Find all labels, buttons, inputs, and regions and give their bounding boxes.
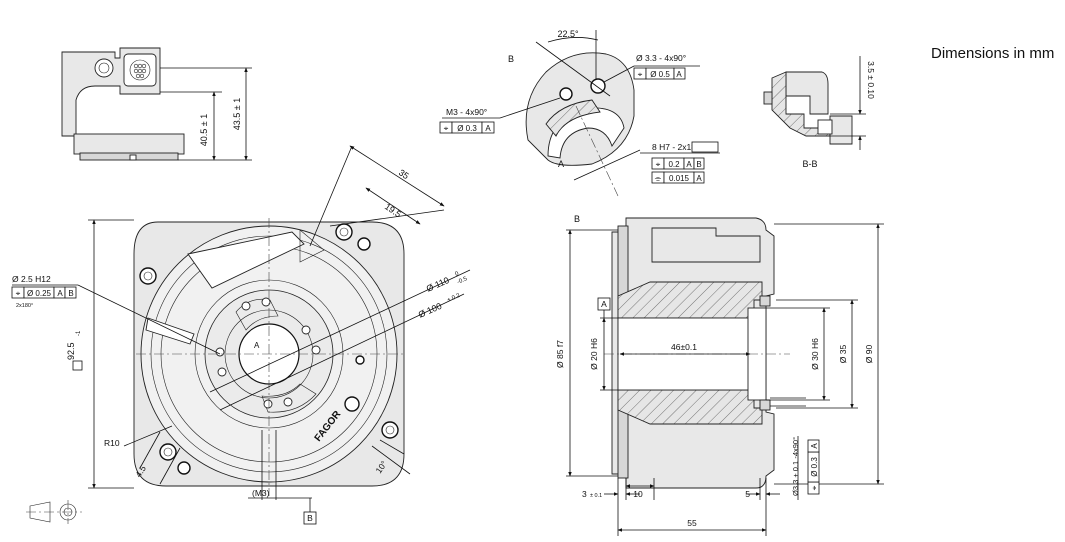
detail-hole-tol-ref: A <box>676 70 682 79</box>
front-dim-35: 35 <box>397 167 411 181</box>
detail-pin-tol1-symbol: ⌖ <box>656 160 661 169</box>
profile-dim-3: 3 <box>582 489 587 499</box>
front-hole-tolerance-frame: ⌖ Ø 0.25 A B <box>11 286 77 299</box>
detail-view: 22.5° B A Ø 3.3 - 4x90° ⌖ Ø 0.5 A M3 - 4… <box>439 29 720 197</box>
detail-pin-tol2-value: 0.015 <box>669 174 690 183</box>
profile-hole-tol-symbol: ⌖ <box>810 485 819 490</box>
profile-len-46: 46±0.1 <box>671 342 697 352</box>
front-dim-195: 19.5 <box>383 201 403 219</box>
detail-pin-tol2-symbol: ⌯ <box>655 174 662 183</box>
front-dim-925-tol: -1 <box>76 330 82 336</box>
detail-hole-tol-symbol: ⌖ <box>638 70 643 79</box>
front-dim-110-tol-low: -0.5 <box>456 276 468 286</box>
detail-pin-tol1-value: 0.2 <box>668 160 680 169</box>
front-dim-100: Ø 100 <box>417 301 443 320</box>
detail-pin-tol1-ref2: B <box>696 160 701 169</box>
front-center-label: A <box>254 341 260 350</box>
front-view: A FAGOR 35 19.5 Ø 110 0 -0.5 Ø 100 + 0.2… <box>11 145 471 525</box>
section-bb-view: 3.5 ± 0.10 B-B <box>763 56 876 169</box>
detail-thread-tol-value: Ø 0.3 <box>457 124 477 133</box>
front-hole-note: 2x180° <box>16 303 33 309</box>
detail-pin-spec: 8 H7 - 2x180° <box>652 142 704 152</box>
front-hole-tol-ref2: B <box>68 289 73 298</box>
detail-hole-spec: Ø 3.3 - 4x90° <box>636 53 686 63</box>
profile-view: B Ø 85 f7 Ø 20 H6 A 46±0.1 Ø 30 H6 Ø 35 … <box>555 214 884 536</box>
detail-thread-spec: M3 - 4x90° <box>446 107 487 117</box>
side-dim-b: 43.5 ± 1 <box>232 98 242 130</box>
front-dim-110: Ø 110 <box>425 275 451 294</box>
front-hole-spec: Ø 2.5 H12 <box>12 274 51 284</box>
front-hole-tol-value: Ø 0.25 <box>27 289 52 298</box>
front-datum-b: B <box>307 513 313 523</box>
front-hole-tol-symbol: ⌖ <box>16 289 21 298</box>
front-r10: R10 <box>104 438 120 448</box>
front-hole-tol-ref1: A <box>57 289 63 298</box>
detail-hole-tol-value: Ø 0.5 <box>650 70 670 79</box>
section-title: B-B <box>802 159 817 169</box>
section-dim: 3.5 ± 0.10 <box>866 61 876 99</box>
profile-dia-30: Ø 30 H6 <box>810 338 820 370</box>
profile-dia-20: Ø 20 H6 <box>589 338 599 370</box>
side-view: 40.5 ± 1 43.5 ± 1 <box>61 47 252 161</box>
detail-label-b: B <box>508 54 514 64</box>
profile-hole-spec: Ø3.3 + 0.1 -4x90° <box>791 437 800 496</box>
front-dim-110-tol-up: 0 <box>454 271 460 278</box>
profile-dim-10: 10 <box>633 489 643 499</box>
detail-pin-tol1-ref1: A <box>686 160 692 169</box>
front-dim-100-tol: + 0.2 <box>446 293 461 304</box>
first-angle-projection-symbol <box>26 500 82 524</box>
detail-angle: 22.5° <box>557 29 579 39</box>
profile-hole-tolerance-frame: ⌖ Ø 0.3 A <box>807 439 820 495</box>
profile-hole-tol-ref: A <box>810 443 819 449</box>
detail-label-a: A <box>558 159 564 169</box>
front-dim-925: 92.5 <box>66 342 76 360</box>
profile-dim-55: 55 <box>687 518 697 528</box>
bolt-holes <box>215 297 365 412</box>
detail-pin-tol2-ref: A <box>696 174 702 183</box>
detail-pin-tolerance-frame: ⌖ 0.2 A B ⌯ 0.015 A <box>651 157 705 184</box>
profile-label-b: B <box>574 214 580 224</box>
profile-dim-5: 5 <box>745 489 750 499</box>
units-note: Dimensions in mm <box>931 45 1055 62</box>
corner-holes <box>139 223 399 475</box>
profile-dim-3-tol: ± 0.1 <box>590 493 602 499</box>
detail-thread-tol-ref: A <box>485 124 491 133</box>
profile-dia-90: Ø 90 <box>864 345 874 364</box>
side-dim-a: 40.5 ± 1 <box>199 114 209 146</box>
detail-hole-tolerance-frame: ⌖ Ø 0.5 A <box>633 67 686 80</box>
profile-hole-tol-value: Ø 0.3 <box>810 457 819 477</box>
detail-thread-tolerance-frame: ⌖ Ø 0.3 A <box>439 121 495 134</box>
profile-dia-35: Ø 35 <box>838 345 848 364</box>
front-m3: (M3) <box>252 488 270 498</box>
profile-dia-85: Ø 85 f7 <box>555 340 565 368</box>
detail-thread-tol-symbol: ⌖ <box>444 124 449 133</box>
profile-datum-a: A <box>601 299 607 309</box>
